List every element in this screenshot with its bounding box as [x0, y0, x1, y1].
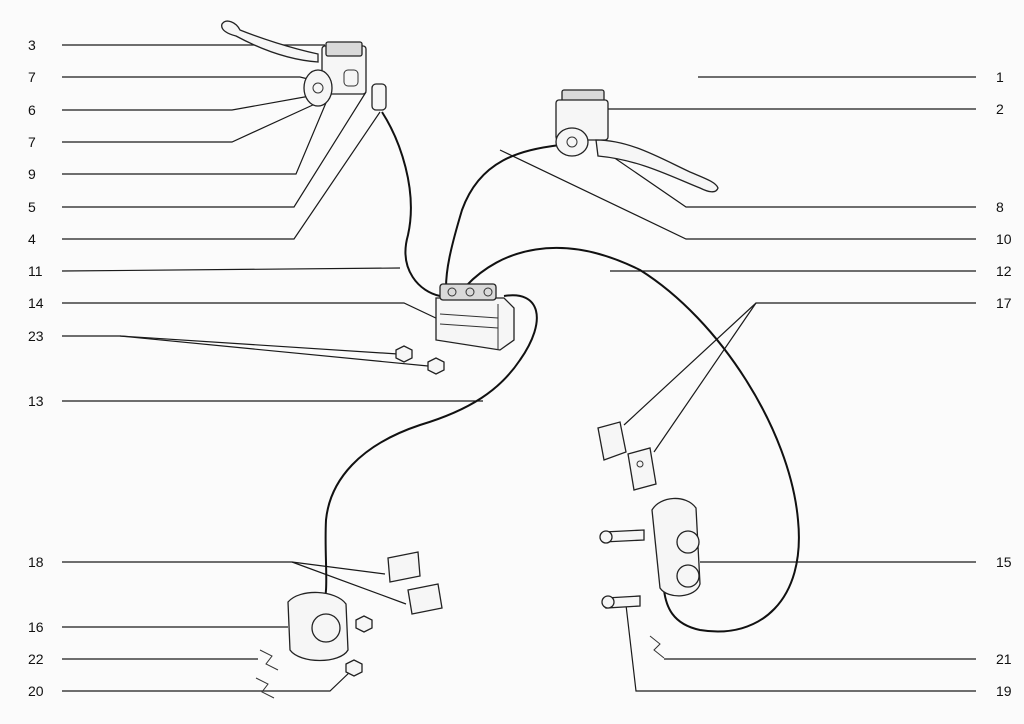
leader-4: [62, 111, 381, 240]
leader-18b: [291, 561, 407, 605]
leader-7a: [62, 76, 313, 81]
junction-block-ridges: [439, 304, 499, 350]
bolt-23a: [395, 345, 413, 363]
left-clamp-bolt: [312, 82, 324, 94]
callout-8: 8: [996, 199, 1004, 215]
leader-14: [62, 302, 441, 321]
callout-4: 4: [28, 231, 36, 247]
callout-18: 18: [28, 554, 44, 570]
junction-port-1: [447, 287, 457, 297]
callout-7a: 7: [28, 69, 36, 85]
leader-6: [62, 95, 311, 111]
front-pad-hole: [636, 460, 644, 468]
right-leader-lines: [499, 76, 976, 692]
leader-17b: [653, 302, 757, 453]
junction-port-3: [483, 287, 493, 297]
callout-7b: 7: [28, 134, 36, 150]
rear-pad-spring-20: [255, 677, 275, 699]
front-pad-2: [627, 447, 657, 491]
front-pad-1: [597, 421, 627, 461]
rear-mount-nut: [345, 659, 363, 677]
rear-caliper-piston: [311, 613, 341, 643]
callout-9: 9: [28, 166, 36, 182]
leader-23a: [62, 335, 399, 355]
front-brake-pads: [597, 421, 657, 491]
hydraulic-junction-block: [435, 283, 515, 351]
bolt-23b: [427, 357, 445, 375]
callout-19: 19: [996, 683, 1012, 699]
front-caliper-piston-2: [676, 564, 700, 588]
callout-2: 2: [996, 101, 1004, 117]
leader-18a: [62, 561, 386, 575]
callout-1: 1: [996, 69, 1004, 85]
front-caliper-piston-1: [676, 530, 700, 554]
leader-8: [599, 147, 976, 208]
right-brake-lever: [595, 139, 719, 193]
rear-pad-1: [387, 551, 421, 583]
callout-12: 12: [996, 263, 1012, 279]
caliper-bolt-lower-head: [601, 595, 615, 609]
leader-10: [499, 149, 976, 240]
left-banjo-fitting: [371, 83, 387, 111]
leader-9: [62, 97, 329, 175]
left-reservoir-cap: [325, 41, 363, 57]
front-brake-caliper: [599, 497, 701, 659]
callout-11: 11: [28, 263, 43, 279]
leader-17a: [623, 302, 976, 426]
mounting-bolts: [395, 345, 445, 375]
junction-block-body: [435, 297, 515, 351]
right-clamp-bolt: [566, 136, 578, 148]
callout-14: 14: [28, 295, 44, 311]
leader-23b: [119, 335, 429, 367]
callout-21: 21: [996, 651, 1012, 667]
rear-pad-spring-22: [259, 649, 279, 671]
right-lever-clamp: [555, 127, 589, 157]
hose-front-caliper: [465, 246, 800, 633]
leader-19: [625, 604, 976, 692]
left-master-cylinder: [221, 20, 387, 111]
callout-10: 10: [996, 231, 1012, 247]
callout-20: 20: [28, 683, 44, 699]
leader-7b: [62, 103, 316, 143]
rear-pad-2: [407, 583, 443, 615]
right-master-cylinder: [555, 89, 719, 193]
hose-rear-caliper: [321, 294, 538, 613]
junction-port-2: [465, 287, 475, 297]
callout-5: 5: [28, 199, 36, 215]
left-lever-clamp: [303, 69, 333, 107]
brake-hoses: [321, 111, 800, 633]
callout-6: 6: [28, 102, 36, 118]
hose-right-lever: [445, 144, 561, 289]
callout-16: 16: [28, 619, 44, 635]
callout-13: 13: [28, 393, 44, 409]
callout-22: 22: [28, 651, 44, 667]
left-reservoir-window: [343, 69, 359, 87]
callout-15: 15: [996, 554, 1012, 570]
leader-11: [61, 267, 401, 272]
callout-23: 23: [28, 328, 44, 344]
leader-20: [62, 669, 353, 692]
left-brake-lever: [221, 20, 319, 63]
rear-brake-caliper: [255, 591, 373, 699]
front-pad-spring-clip: [649, 635, 665, 659]
callout-17: 17: [996, 295, 1012, 311]
left-leader-lines: [61, 44, 483, 692]
leader-5: [62, 91, 367, 208]
rear-brake-pads: [387, 551, 443, 615]
hose-left-lever: [381, 111, 441, 297]
rear-bleed-nut: [355, 615, 373, 633]
callout-3: 3: [28, 37, 36, 53]
caliper-bolt-upper-head: [599, 530, 613, 544]
